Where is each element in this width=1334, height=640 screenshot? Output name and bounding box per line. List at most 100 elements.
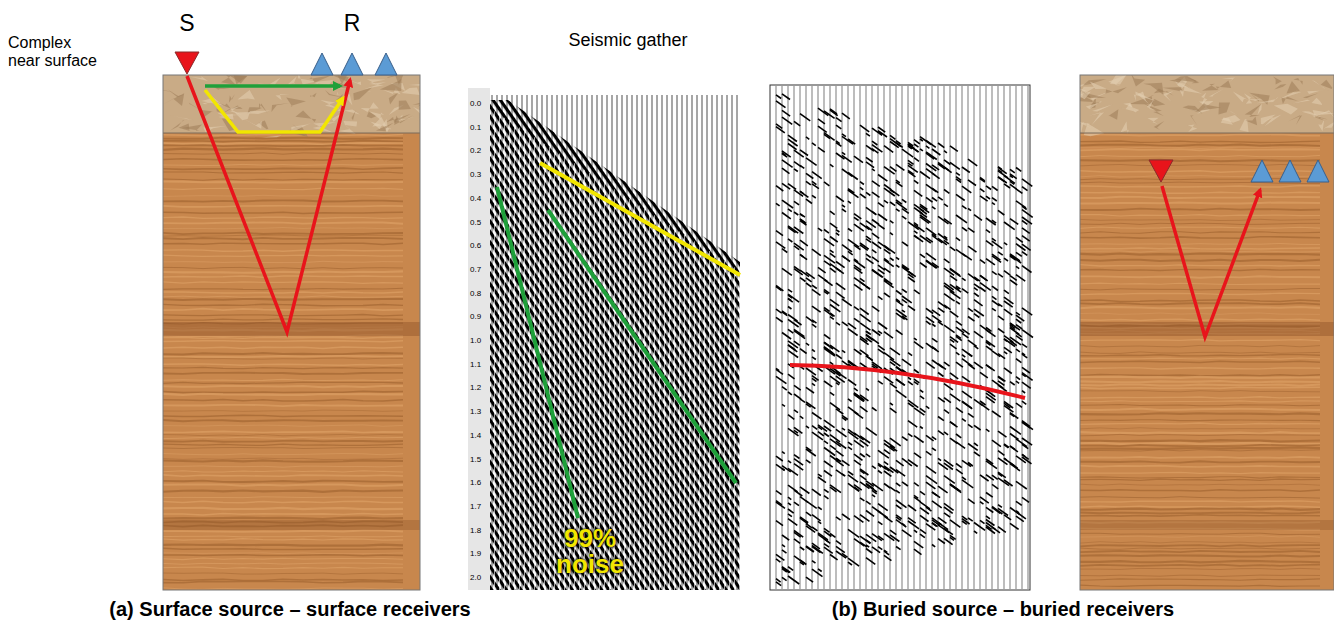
rock-grain	[163, 555, 403, 556]
seismic-event	[800, 497, 808, 503]
rock-crumple	[1143, 83, 1163, 95]
seismic-event	[848, 189, 854, 193]
rock-grain	[1080, 165, 1320, 166]
seismic-gather-noisy	[468, 88, 740, 590]
seismic-event	[908, 381, 913, 384]
rock-grain	[163, 296, 403, 297]
seismic-event	[884, 332, 893, 338]
rock-crumple	[1163, 91, 1174, 102]
seismic-event	[944, 160, 950, 165]
seismic-event	[986, 342, 991, 345]
trace	[1016, 86, 1017, 589]
seismic-event	[788, 374, 795, 379]
seismic-event	[1004, 271, 1010, 276]
seismic-event	[926, 321, 931, 324]
seismic-event	[806, 278, 812, 282]
seismic-event	[962, 401, 972, 408]
seismic-event	[860, 278, 865, 281]
seismic-event	[962, 206, 967, 209]
rock-grain	[163, 164, 403, 165]
seismic-event	[944, 476, 955, 484]
seismic-event	[1022, 308, 1032, 315]
trace-gap	[719, 258, 720, 590]
seismic-event	[878, 131, 887, 137]
seismic-event	[986, 493, 993, 498]
seismic-event	[914, 370, 919, 374]
seismic-event	[968, 246, 977, 252]
rock-grain	[163, 179, 403, 180]
seismic-event	[932, 492, 937, 496]
seismic-event	[1022, 367, 1030, 373]
seismic-event	[998, 304, 1002, 307]
seismic-event	[908, 142, 913, 146]
seismic-event	[794, 212, 798, 215]
seismic-event	[824, 308, 830, 312]
surface-wave-ray	[205, 84, 340, 88]
axis-tick: 1.5	[470, 455, 481, 464]
rock-grain	[1080, 434, 1320, 435]
seismic-event	[938, 458, 941, 460]
seismic-event	[956, 287, 959, 289]
rock-grain	[1080, 551, 1320, 552]
seismic-event	[812, 383, 815, 385]
seismic-event	[974, 215, 982, 221]
seismic-event	[872, 339, 879, 344]
rock-grain	[163, 579, 403, 580]
seismic-event	[848, 442, 852, 445]
seismic-event	[980, 275, 988, 281]
seismic-event	[782, 117, 792, 124]
seismic-event	[1010, 169, 1015, 173]
seismic-event	[860, 498, 864, 501]
rock-grain	[1080, 545, 1320, 546]
seismic-event	[908, 518, 916, 524]
seismic-event	[860, 282, 870, 289]
seismic-event	[878, 131, 882, 134]
rock-grain	[163, 337, 403, 338]
rock-crumple	[1147, 118, 1158, 124]
seismic-event	[962, 355, 965, 357]
seismic-event	[980, 520, 985, 523]
seismic-event	[848, 329, 858, 336]
rock-grain	[1080, 405, 1320, 406]
seismic-event	[914, 190, 922, 196]
trace	[902, 86, 903, 589]
seismic-event	[872, 257, 879, 262]
reflection-event	[790, 365, 1025, 398]
seismic-event	[974, 314, 979, 318]
rock-grain	[163, 391, 403, 392]
seismic-event	[872, 192, 880, 197]
rock-grain	[163, 153, 403, 154]
seismic-event	[782, 387, 787, 390]
trace-gap	[504, 118, 505, 590]
seismic-event	[824, 441, 828, 444]
seismic-event	[992, 271, 997, 274]
seismic-event	[974, 277, 980, 281]
seismic-event	[896, 390, 906, 398]
seismic-event	[944, 240, 949, 244]
seismic-event	[806, 512, 811, 516]
seismic-event	[902, 289, 907, 292]
trace-gap	[494, 111, 495, 590]
seismic-event	[1016, 349, 1020, 352]
seismic-event	[860, 194, 866, 198]
seismic-event	[884, 353, 894, 360]
seismic-event	[938, 397, 945, 402]
seismic-event	[968, 180, 976, 186]
trace	[806, 86, 807, 589]
seismic-event	[1016, 168, 1021, 172]
seismic-event	[830, 362, 833, 364]
seismic-event	[794, 459, 803, 466]
seismic-event	[980, 475, 989, 481]
rock-grain	[1080, 248, 1320, 249]
seismic-event	[818, 533, 828, 540]
seismic-event	[1016, 325, 1022, 329]
seismic-event	[890, 233, 893, 235]
seismic-event	[1010, 174, 1017, 179]
seismic-event	[1022, 210, 1033, 218]
rock-grain	[1080, 381, 1320, 382]
seismic-event	[824, 448, 835, 456]
seismic-event	[1022, 266, 1032, 273]
rock-crumple	[309, 75, 332, 82]
seismic-event	[1004, 184, 1010, 188]
seismic-event	[932, 315, 942, 322]
